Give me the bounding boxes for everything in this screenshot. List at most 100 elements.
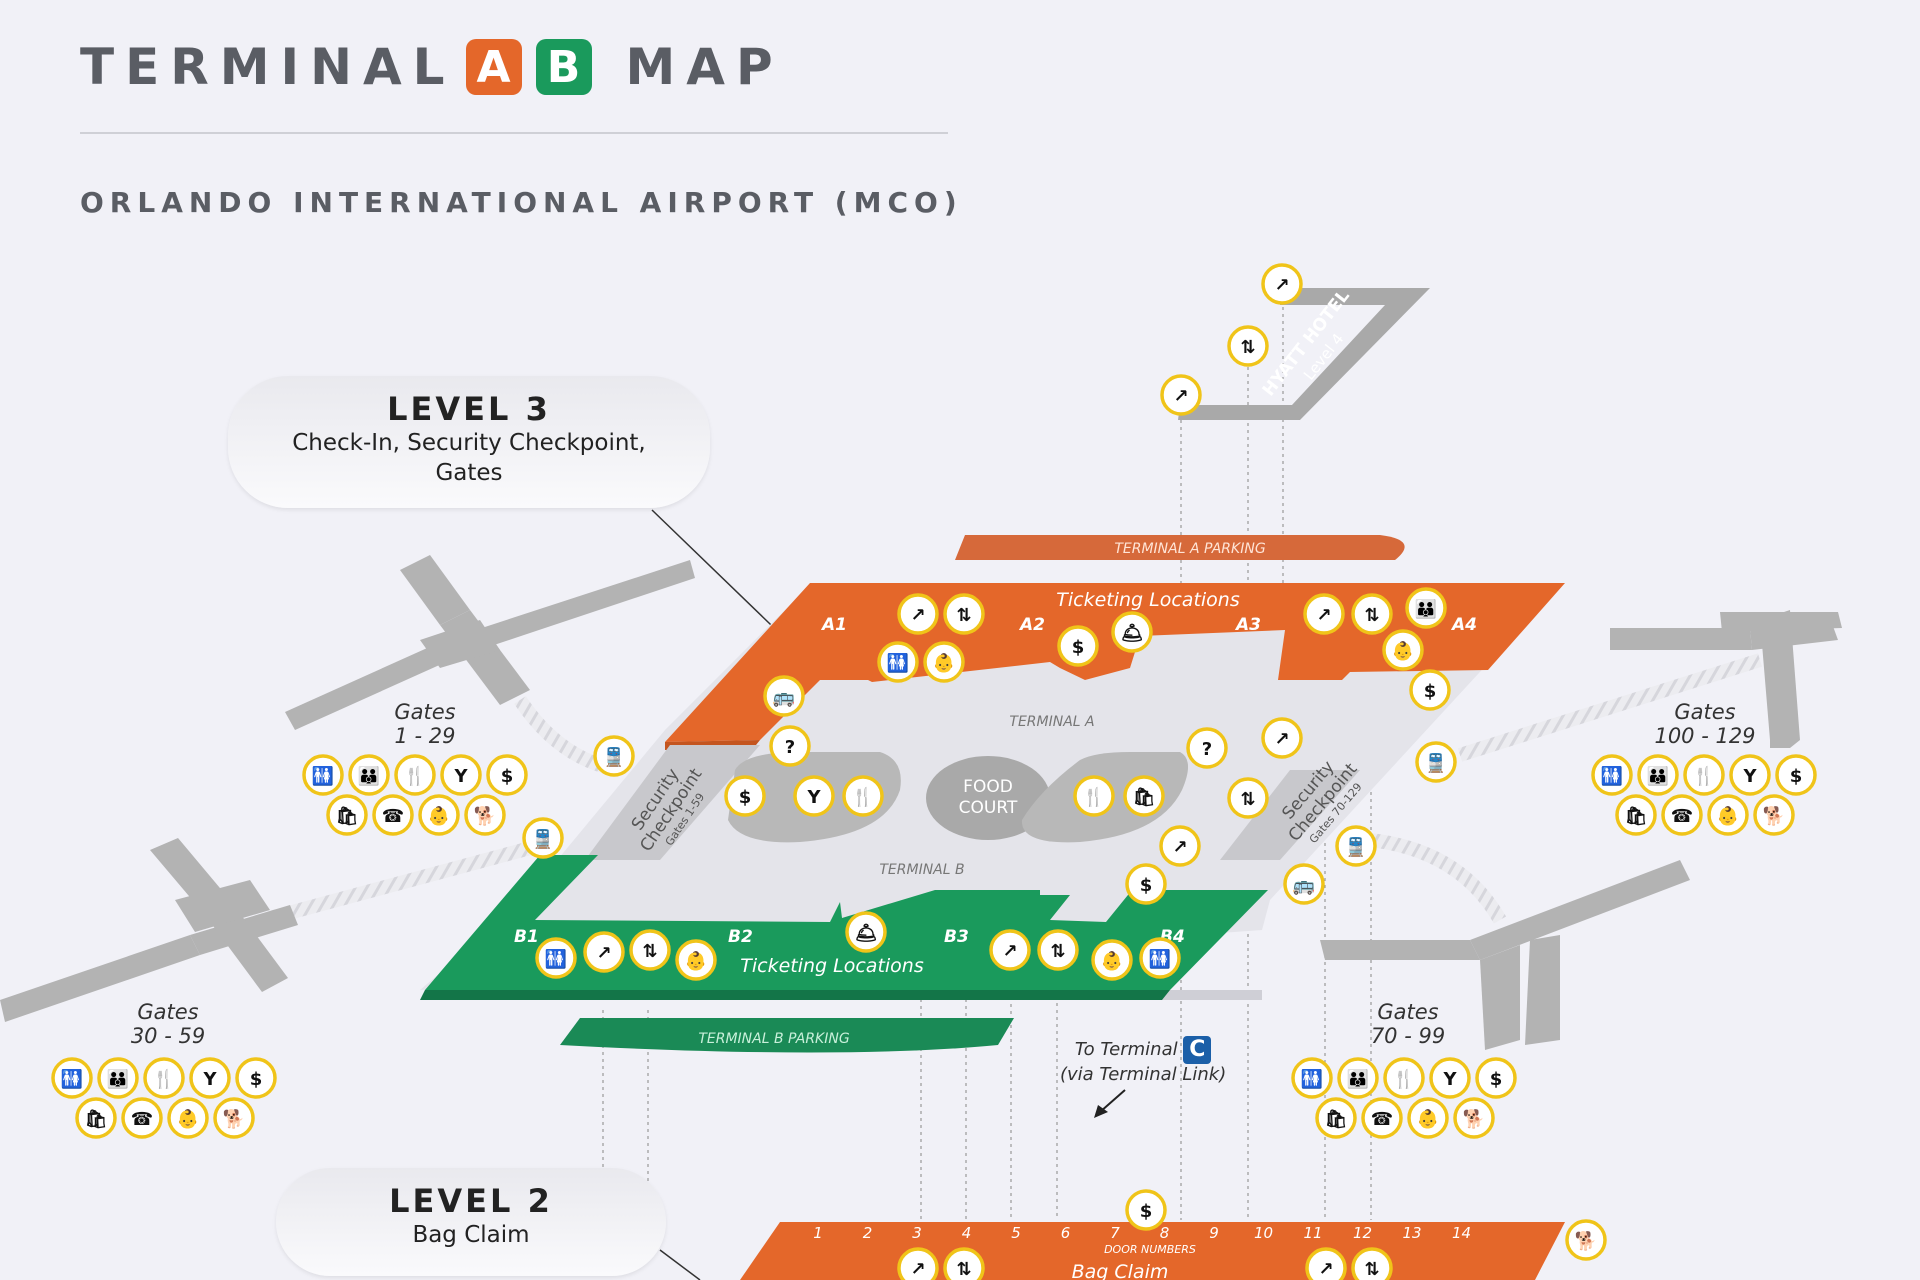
bar-icon: Y [1729, 754, 1771, 796]
zone-a4-label: A4 [1450, 615, 1477, 635]
service-desk-icon: 🛎 [845, 911, 887, 953]
amenity-icon-layer: 🚻👪🍴Y$🛍☎👶🐕🚻👪🍴Y$🛍☎👶🐕🚻👪🍴Y$🛍☎👶🐕🚻👪🍴Y$🛍☎👶🐕↗⇅🚻👶… [51, 263, 1817, 1280]
restaurant-icon: 🍴 [1683, 754, 1725, 796]
restroom-icon: 🚻 [1139, 937, 1181, 979]
escalator-icon: ↗ [1261, 263, 1303, 305]
svg-text:🚌: 🚌 [773, 687, 795, 708]
information-icon: ? [769, 725, 811, 767]
svg-text:🐕: 🐕 [223, 1108, 245, 1130]
shuttle-icon: 🚌 [763, 675, 805, 717]
svg-text:👶: 👶 [1717, 805, 1739, 827]
shuttle-icon: 🚌 [1283, 863, 1325, 905]
zone-a1-label: A1 [820, 615, 847, 635]
gates-100-129-title: Gates [1674, 700, 1736, 724]
svg-text:☎: ☎ [382, 806, 404, 827]
terminal-a-hub-label: TERMINAL A [1009, 714, 1094, 730]
door-number: 3 [912, 1224, 922, 1242]
svg-text:$: $ [1072, 637, 1085, 658]
food-court-center [926, 756, 1050, 840]
door-number: 12 [1353, 1224, 1372, 1242]
svg-text:🚆: 🚆 [532, 828, 554, 850]
gates-1-29-title: Gates [394, 700, 456, 724]
svg-text:☎: ☎ [131, 1109, 153, 1130]
svg-text:$: $ [739, 787, 752, 808]
zone-b2-label: B2 [728, 927, 753, 947]
nursing-icon: 👶 [1091, 939, 1133, 981]
page-title: TERMINAL A B MAP [80, 22, 784, 112]
bag-claim-label: Bag Claim [1072, 1261, 1169, 1280]
svg-text:🛍: 🛍 [336, 806, 359, 827]
escalator-icon: ↗ [1303, 593, 1345, 635]
restroom-icon: 🚻 [1591, 754, 1633, 796]
gates-30-59-range: 30 - 59 [130, 1024, 206, 1048]
terminal-c-arrowhead [1094, 1105, 1108, 1118]
pet-relief-icon: 🐕 [1753, 794, 1795, 836]
terminal-c-badge: C [1183, 1036, 1212, 1064]
door-number: 7 [1110, 1224, 1120, 1242]
level2-label-pill: LEVEL 2 Bag Claim [276, 1168, 666, 1276]
train-icon: 🚆 [593, 735, 635, 777]
svg-text:🍴: 🍴 [1693, 765, 1715, 787]
svg-text:☎: ☎ [1371, 1109, 1393, 1130]
elevator-icon: ⇅ [943, 1247, 985, 1280]
svg-text:⇅: ⇅ [956, 1259, 971, 1280]
svg-text:↗: ↗ [1274, 275, 1289, 296]
svg-text:$: $ [1140, 1201, 1153, 1222]
restaurant-icon: 🍴 [842, 775, 884, 817]
pet-relief-icon: 🐕 [1453, 1097, 1495, 1139]
pet-relief-icon: 🐕 [1565, 1219, 1607, 1261]
svg-text:👪: 👪 [1415, 598, 1437, 620]
airside-gates-100-129 [1610, 610, 1842, 748]
gates-1-29-label: Gates 1 - 29 [375, 700, 475, 748]
svg-text:🚻: 🚻 [1301, 1068, 1323, 1090]
airside-gates-1-29 [285, 555, 695, 730]
svg-text:Y: Y [1442, 1069, 1457, 1090]
restaurant-icon: 🍴 [143, 1057, 185, 1099]
door-number: 2 [863, 1224, 873, 1242]
svg-text:↗: ↗ [910, 1259, 925, 1280]
svg-text:Y: Y [202, 1069, 217, 1090]
svg-text:🛍: 🛍 [1325, 1109, 1348, 1130]
train-icon: 🚆 [1335, 825, 1377, 867]
elevator-icon: ⇅ [1227, 777, 1269, 819]
svg-text:$: $ [250, 1069, 263, 1090]
terminal-a-parking [955, 535, 1405, 560]
door-number: 4 [962, 1224, 972, 1242]
phone-icon: ☎ [1361, 1097, 1403, 1139]
restaurant-icon: 🍴 [1073, 775, 1115, 817]
phone-icon: ☎ [121, 1097, 163, 1139]
terminal-b-parking [560, 1018, 1014, 1053]
gates-70-99-label: Gates 70 - 99 [1358, 1000, 1458, 1048]
svg-text:🍴: 🍴 [404, 765, 426, 787]
shop-icon: 🛍 [75, 1097, 117, 1139]
level3-line2: Gates [435, 460, 503, 486]
restaurant-icon: 🍴 [1383, 1057, 1425, 1099]
airport-subtitle: ORLANDO INTERNATIONAL AIRPORT (MCO) [80, 186, 963, 219]
door-number: 5 [1011, 1224, 1021, 1242]
svg-text:🐕: 🐕 [1763, 805, 1785, 827]
svg-text:👶: 👶 [1417, 1108, 1439, 1130]
svg-text:🚻: 🚻 [61, 1068, 83, 1090]
escalator-icon: ↗ [897, 1247, 939, 1280]
nursing-icon: 👶 [1707, 794, 1749, 836]
food-court-label-line2: COURT [959, 798, 1018, 818]
nursing-icon: 👶 [418, 794, 460, 836]
service-desk-icon: 🛎 [1111, 611, 1153, 653]
svg-text:🐕: 🐕 [1575, 1230, 1597, 1252]
svg-text:↗: ↗ [1002, 941, 1017, 962]
svg-text:🐕: 🐕 [1463, 1108, 1485, 1130]
svg-text:🐕: 🐕 [474, 805, 496, 827]
level2-title: LEVEL 2 [389, 1182, 553, 1220]
atm-icon: $ [724, 775, 766, 817]
security-checkpoint-west [585, 745, 760, 860]
gates-1-29-range: 1 - 29 [394, 724, 456, 748]
escalator-icon: ↗ [583, 931, 625, 973]
svg-text:🚻: 🚻 [312, 765, 334, 787]
escalator-icon: ↗ [1261, 717, 1303, 759]
svg-text:🚆: 🚆 [603, 746, 625, 768]
atm-icon: $ [1125, 863, 1167, 905]
svg-text:Y: Y [453, 766, 468, 787]
family-restroom-icon: 👪 [348, 754, 390, 796]
level2-leader-line [659, 1249, 701, 1280]
